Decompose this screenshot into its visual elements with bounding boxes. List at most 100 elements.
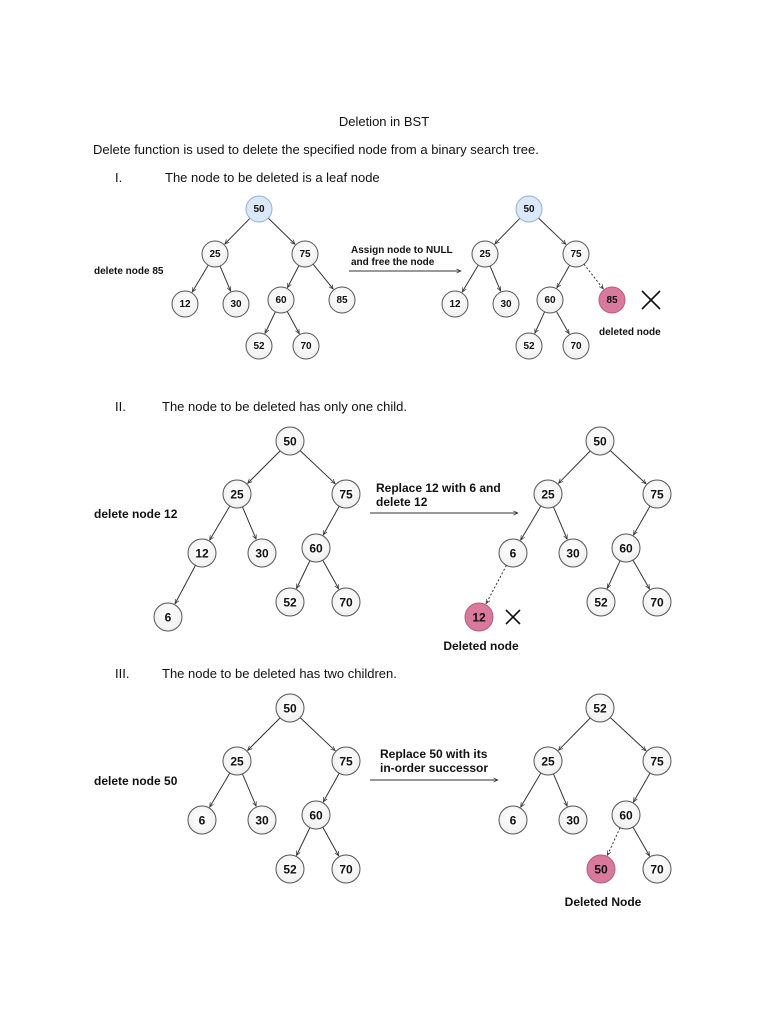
tree-1-before-node-label: 50 — [253, 204, 265, 215]
tree-2-before-node-label: 6 — [165, 611, 172, 625]
tree-2-after-node: 70 — [642, 587, 672, 617]
tree-1-after-node: 12 — [441, 290, 469, 318]
tree-3-before-node: 75 — [331, 746, 361, 776]
tree-1-before-edge — [312, 263, 333, 289]
tree-3-before-edge — [248, 717, 281, 750]
intro-paragraph: Delete function is used to delete the sp… — [93, 142, 539, 157]
section-3-arrow-text: in-order successor — [380, 761, 488, 775]
tree-2-after-node-label: 6 — [510, 547, 517, 561]
tree-2-before-edge — [242, 506, 257, 539]
tree-1-after-node-label: 50 — [523, 204, 535, 215]
tree-2-after-edge — [633, 505, 651, 535]
tree-3-after-node: 50 — [586, 854, 616, 884]
tree-3-before-node-label: 30 — [255, 814, 269, 828]
tree-1-after-node-label: 70 — [570, 341, 582, 352]
tree-3-after-edge — [559, 717, 591, 750]
tree-3-before-node: 6 — [187, 805, 217, 835]
tree-1-after-edge — [556, 265, 571, 287]
tree-3-before-node: 60 — [301, 800, 331, 830]
tree-1-after-node: 60 — [536, 286, 564, 314]
tree-1-before-node-label: 25 — [209, 249, 221, 260]
tree-3-after-node: 52 — [585, 693, 615, 723]
tree-3-after-edge — [521, 772, 542, 807]
tree-3-before-node: 50 — [275, 693, 305, 723]
tree-3-before-node: 25 — [222, 746, 252, 776]
tree-3-before-node-label: 6 — [199, 814, 206, 828]
tree-2-after-node-label: 30 — [566, 547, 580, 561]
tree-1-before-node-label: 85 — [336, 295, 348, 306]
tree-2-before-node-label: 70 — [339, 596, 353, 610]
tree-3-after-edge — [553, 773, 568, 806]
tree-3-before-node-label: 25 — [230, 755, 244, 769]
tree-3-before-edge — [299, 717, 335, 751]
tree-3-after-node: 60 — [611, 800, 641, 830]
tree-1-before-node-label: 75 — [299, 249, 311, 260]
tree-3-after-node-label: 30 — [566, 814, 580, 828]
tree-1-after-node: 85 — [598, 286, 626, 314]
section-3-heading: The node to be deleted has two children. — [162, 666, 397, 681]
tree-1-before-node: 70 — [292, 332, 320, 360]
close-icon — [505, 609, 521, 625]
tree-1-after-edge — [534, 311, 546, 333]
section-1-side-label: delete node 85 — [94, 266, 164, 277]
tree-2-before-node-label: 60 — [309, 542, 323, 556]
tree-2-after-node: 52 — [586, 587, 616, 617]
tree-1-before-edge — [286, 311, 300, 333]
page-title: Deletion in BST — [338, 114, 430, 129]
tree-3-after-node-label: 60 — [619, 809, 633, 823]
tree-1-before-node-label: 70 — [300, 341, 312, 352]
tree-3-after-node: 30 — [558, 805, 588, 835]
tree-1-before-edge — [219, 265, 232, 291]
tree-3-after-node-label: 25 — [541, 755, 555, 769]
tree-1-before-edge — [192, 264, 209, 292]
tree-2-before-node-label: 52 — [283, 596, 297, 610]
tree-1-before-node: 85 — [328, 286, 356, 314]
tree-1-after-node-label: 52 — [523, 341, 535, 352]
tree-2-before-node: 12 — [187, 538, 217, 568]
tree-1-before-node: 52 — [245, 332, 273, 360]
tree-2-after-edge — [606, 560, 621, 589]
tree-2-before-node: 70 — [331, 587, 361, 617]
tree-3-before-node-label: 52 — [283, 863, 297, 877]
tree-2-after-edge — [632, 559, 650, 589]
tree-2-after-node-label: 52 — [594, 596, 608, 610]
tree-1-after-edge — [489, 265, 502, 291]
tree-2-after-node-label: 70 — [650, 596, 664, 610]
section-2-side-label: delete node 12 — [94, 507, 178, 521]
tree-1-after-node-label: 85 — [606, 295, 618, 306]
section-2-heading: The node to be deleted has only one chil… — [162, 399, 408, 414]
tree-3-after-node-label: 50 — [594, 863, 608, 877]
tree-2-after-edge — [521, 505, 542, 540]
tree-1-before-edge — [267, 217, 295, 244]
tree-2-after-node-label: 75 — [650, 488, 664, 502]
tree-1-after-node-label: 60 — [544, 295, 556, 306]
tree-2-after-edge — [609, 450, 646, 484]
tree-1-before-node-label: 12 — [179, 299, 191, 310]
tree-2-after-node: 25 — [533, 479, 563, 509]
tree-3-after-node-label: 70 — [650, 863, 664, 877]
tree-1-after-node-label: 30 — [500, 299, 512, 310]
tree-3-before-node-label: 50 — [283, 702, 297, 716]
tree-2-before-edge — [299, 450, 335, 484]
tree-1-before-edge — [287, 265, 300, 288]
tree-2-after-node-label: 60 — [619, 542, 633, 556]
tree-3-after-node-label: 52 — [593, 702, 607, 716]
tree-3-after-node: 25 — [533, 746, 563, 776]
tree-1-before-edge — [225, 217, 251, 244]
tree-2-before-node-label: 12 — [195, 547, 209, 561]
tree-2-after-node-label: 12 — [472, 611, 486, 625]
tree-2-before-edge — [174, 565, 196, 603]
tree-2-before-edge — [322, 559, 340, 589]
tree-3-after-node: 6 — [498, 805, 528, 835]
section-2-arrow-text: Replace 12 with 6 and — [376, 481, 501, 495]
tree-3-after-node: 75 — [642, 746, 672, 776]
tree-2-after-node-label: 50 — [593, 435, 607, 449]
tree-3-before-node: 52 — [275, 854, 305, 884]
tree-1-before-node: 25 — [201, 240, 229, 268]
tree-1-after-edge — [555, 311, 570, 333]
tree-1-after-edge — [462, 264, 479, 292]
tree-1-after-node: 30 — [492, 290, 520, 318]
tree-3-before-edge — [210, 772, 231, 807]
tree-1-after-node-label: 25 — [479, 249, 491, 260]
section-3-deleted-caption: Deleted Node — [565, 895, 642, 909]
